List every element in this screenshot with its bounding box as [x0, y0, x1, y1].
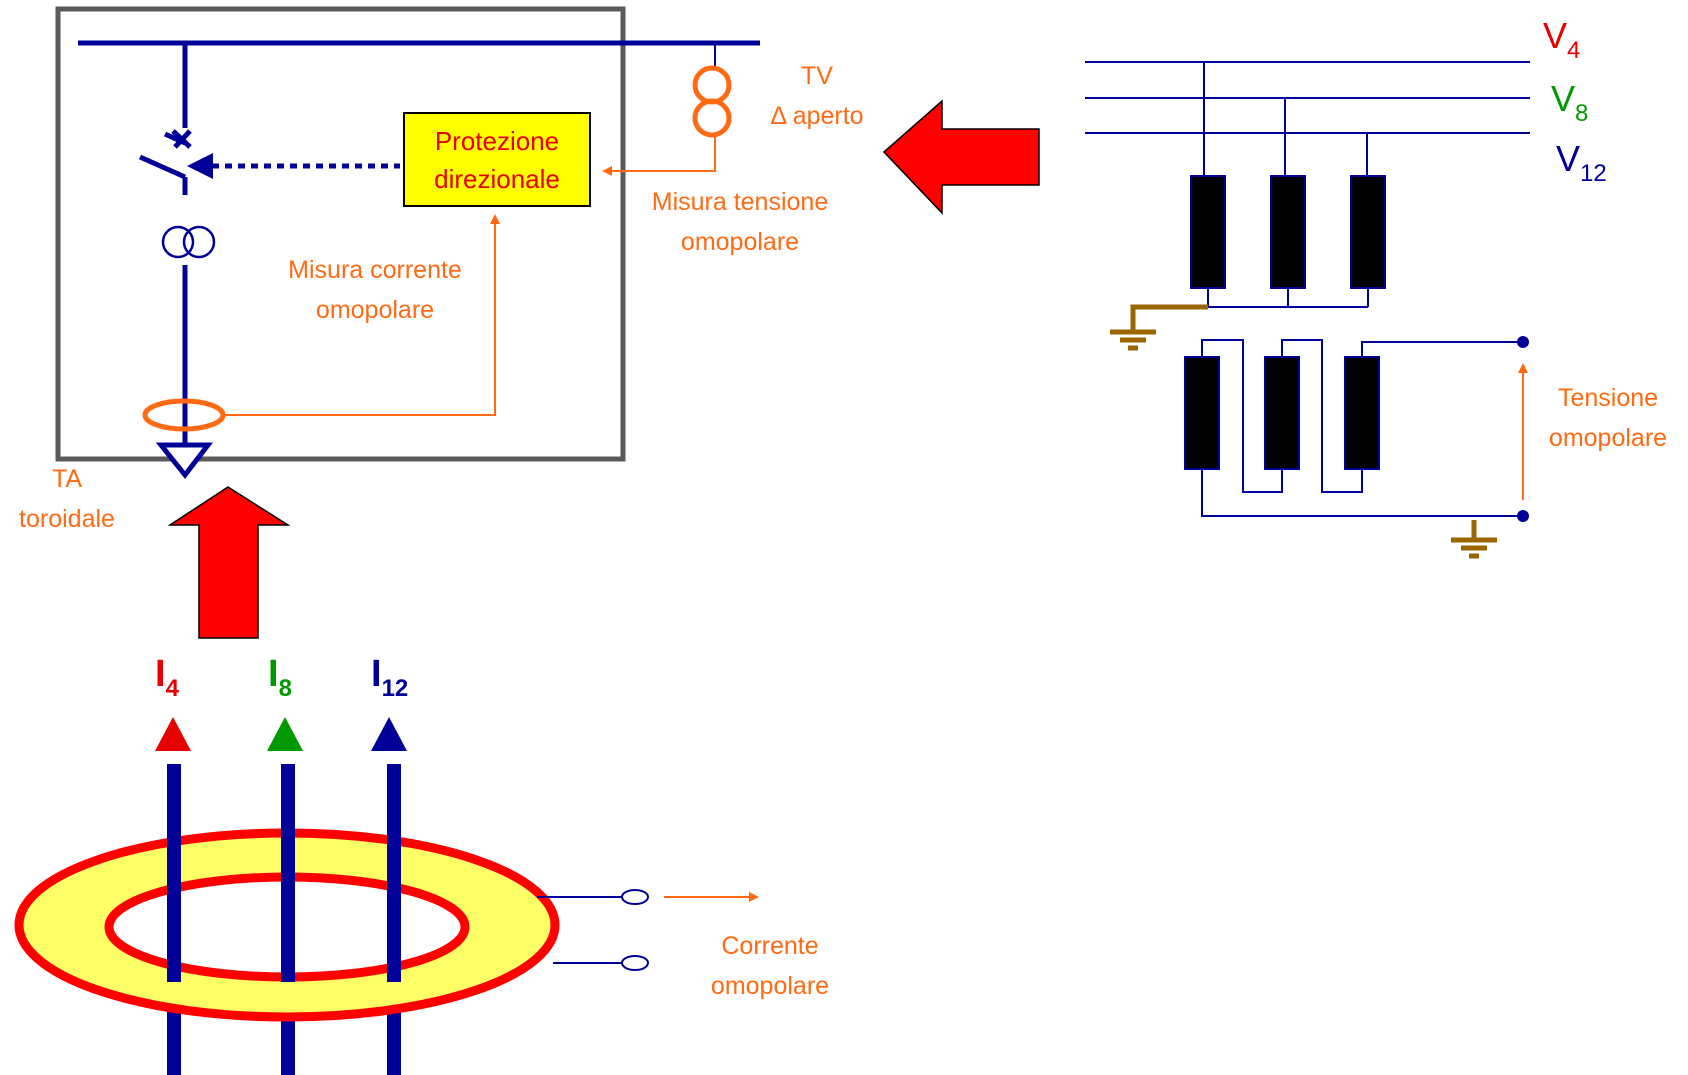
voltage-label-v8: V8	[1551, 79, 1588, 134]
voltage-v4-subscript: 4	[1567, 37, 1581, 64]
big-arrow-left	[882, 99, 1040, 215]
misura-tensione-line2: omopolare	[680, 228, 800, 256]
current-label-i8: I8	[268, 654, 292, 709]
primary-ground-icon	[1110, 304, 1208, 351]
toroidal-ct-symbol	[142, 398, 226, 432]
circuit-breaker-symbol	[138, 129, 192, 195]
corrente-omopolare-line1: Corrente	[721, 932, 819, 960]
current-i8-symbol: I	[268, 653, 279, 695]
corrente-omopolare-label: Corrente omopolare	[695, 926, 845, 1006]
ta-toroidale-label: TA toroidale	[2, 459, 132, 539]
cable-termination-triangle	[155, 442, 214, 480]
primary-star-connection	[1207, 288, 1369, 308]
voltage-v8-subscript: 8	[1575, 100, 1589, 127]
misura-corrente-line2: omopolare	[315, 296, 435, 324]
voltage-measure-path	[602, 137, 716, 176]
current-measure-path	[224, 214, 500, 416]
voltage-v12-symbol: V	[1556, 138, 1581, 179]
toroid-output-terminals	[537, 889, 649, 971]
current-i12-symbol: I	[371, 653, 382, 695]
misura-corrente-line1: Misura corrente	[288, 256, 462, 284]
ta-toroidale-line2: toroidale	[19, 505, 115, 533]
primary-windings	[1190, 175, 1386, 289]
voltage-transformer-symbol	[692, 65, 732, 138]
voltage-v8-symbol: V	[1551, 78, 1576, 119]
three-phase-lines	[1085, 61, 1530, 176]
terminal-top	[1517, 336, 1529, 348]
conductors-lower	[167, 1012, 401, 1075]
tensione-omopolare-label: Tensione omopolare	[1533, 378, 1683, 458]
misura-tensione-line1: Misura tensione	[651, 188, 829, 216]
current-i4-subscript: 4	[165, 675, 179, 702]
current-arrows	[155, 717, 407, 751]
switchgear-panel-frame	[55, 6, 626, 462]
current-label-i4: I4	[155, 654, 179, 709]
secondary-windings	[1184, 356, 1380, 470]
conductors-upper	[167, 764, 401, 982]
protection-relay-box: Protezione direzionale	[403, 112, 591, 207]
tv-label-line1: TV	[801, 62, 833, 90]
misura-corrente-label: Misura corrente omopolare	[260, 250, 490, 330]
tensione-omopolare-line2: omopolare	[1548, 424, 1668, 452]
tv-label: TV Δ aperto	[752, 56, 882, 136]
current-i12-subscript: 12	[381, 675, 409, 702]
big-arrow-up	[167, 486, 291, 639]
current-i4-symbol: I	[155, 653, 166, 695]
trip-arrowhead	[187, 153, 213, 179]
voltage-v4-symbol: V	[1543, 15, 1568, 56]
voltage-label-v4: V4	[1543, 16, 1580, 71]
current-label-i12: I12	[371, 654, 408, 709]
secondary-ground-icon	[1451, 520, 1497, 559]
open-delta-connection	[1201, 339, 1523, 517]
tensione-omopolare-line1: Tensione	[1557, 384, 1659, 412]
voltage-v12-subscript: 12	[1580, 160, 1607, 187]
tv-label-line2: Δ aperto	[770, 102, 864, 130]
ta-toroidale-line1: TA	[51, 465, 83, 493]
current-i8-subscript: 8	[278, 675, 292, 702]
voltage-label-v12: V12	[1556, 139, 1607, 194]
misura-tensione-label: Misura tensione omopolare	[625, 182, 855, 262]
protection-label-line1: Protezione	[434, 126, 560, 156]
corrente-omopolare-line2: omopolare	[710, 972, 830, 1000]
current-transformer-symbol	[161, 225, 216, 259]
terminal-bottom	[1517, 510, 1529, 522]
protection-label-line2: direzionale	[434, 164, 560, 194]
